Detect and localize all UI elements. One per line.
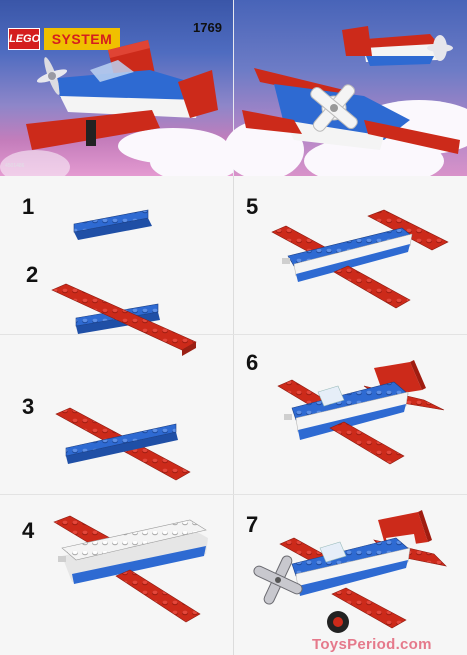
fold-line <box>0 494 467 495</box>
propeller <box>252 554 303 605</box>
step-6: 6 <box>234 338 467 494</box>
step-3-diagram <box>0 376 233 486</box>
step-2: 2 <box>0 256 233 356</box>
red-wing-rear <box>330 422 404 464</box>
step-5-diagram <box>234 176 467 334</box>
large-airplane <box>242 68 460 154</box>
step-5: 5 <box>234 176 467 334</box>
step-4-diagram <box>0 498 233 648</box>
cover-left-photo: LEGO SYSTEM 1769 4501486 <box>0 0 233 176</box>
watermark: ToysPeriod.com <box>312 636 432 653</box>
step-7-diagram <box>234 498 467 654</box>
step-6-diagram <box>234 338 467 494</box>
red-wing-rear <box>334 266 410 308</box>
step-4: 4 <box>0 498 233 648</box>
landing-gear <box>86 120 96 146</box>
small-airplane <box>342 26 453 66</box>
step-3: 3 <box>0 376 233 486</box>
step-1: 1 <box>0 176 233 256</box>
red-wing-rear <box>116 570 200 622</box>
red-wing-plate <box>52 284 196 356</box>
wheel <box>327 611 349 633</box>
cover-panel: LEGO SYSTEM 1769 4501486 <box>0 0 467 176</box>
steps-area: 1 2 3 <box>0 176 467 655</box>
step-7: 7 <box>234 498 467 654</box>
cover-airplane-illustration <box>0 0 233 176</box>
cover-flying-scene <box>234 0 467 176</box>
step-2-diagram <box>0 256 233 356</box>
blue-plate <box>74 210 152 240</box>
cover-right-photo <box>234 0 467 176</box>
step-1-diagram <box>0 176 233 256</box>
